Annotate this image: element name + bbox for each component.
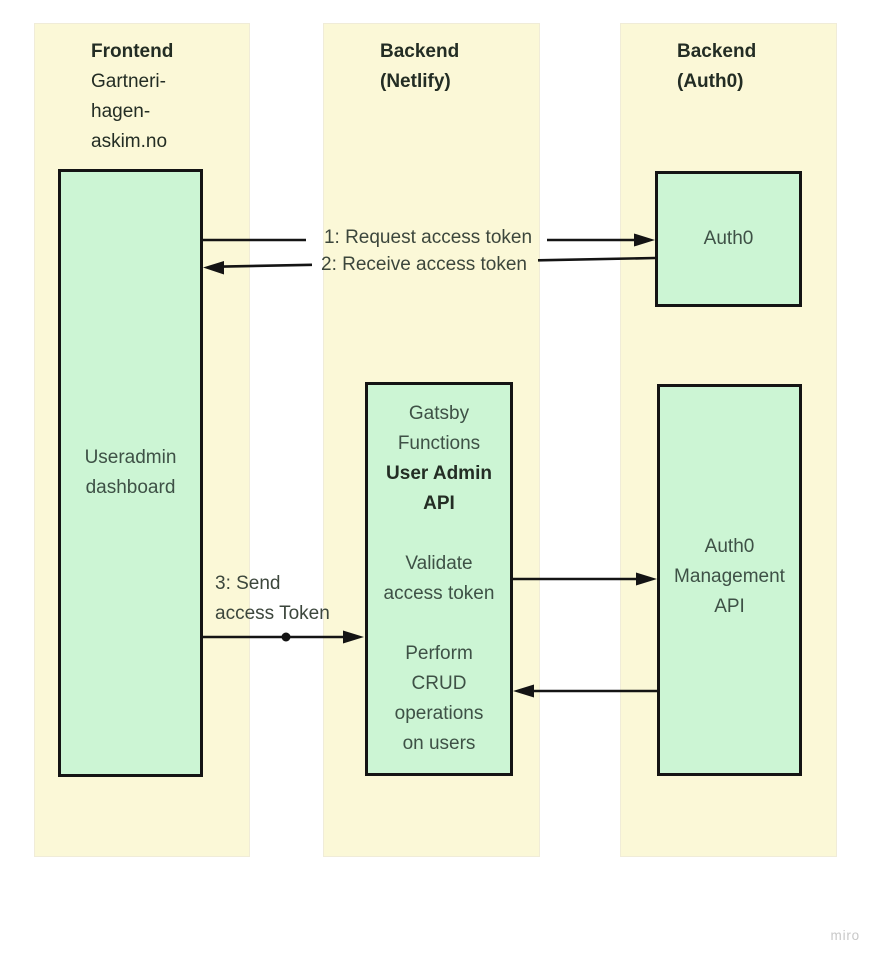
- box-text-line: Perform: [405, 643, 473, 664]
- lane-title: (Auth0): [677, 71, 744, 92]
- lane-frontend-header: Frontend Gartneri- hagen- askim.no: [35, 24, 249, 157]
- box-text-line: CRUD: [411, 673, 467, 694]
- lane-title: Frontend: [91, 41, 174, 62]
- box-text-line: Functions: [397, 433, 481, 454]
- arrow-label-line: access Token: [215, 603, 330, 624]
- arrow-label-line: 3: Send: [215, 573, 281, 594]
- box-text-line: API: [423, 493, 455, 514]
- box-text-line: operations: [394, 703, 484, 724]
- box-text-line: User Admin: [386, 463, 492, 484]
- box-text-line: Validate: [405, 553, 473, 574]
- lane-subtitle-line: askim.no: [91, 131, 168, 152]
- arrow-label-receive-token[interactable]: 2: Receive access token: [321, 254, 527, 275]
- box-useradmin-dashboard[interactable]: Useradmin dashboard: [58, 169, 203, 777]
- box-text-line: Auth0: [703, 228, 754, 249]
- lane-title: Backend: [677, 41, 757, 62]
- lane-subtitle-line: hagen-: [91, 101, 151, 122]
- box-auth0-management-api[interactable]: Auth0 Management API: [657, 384, 802, 776]
- box-text-line: Management: [674, 566, 785, 587]
- box-user-admin-api[interactable]: Gatsby Functions User Admin API Validate…: [365, 382, 513, 776]
- lane-backend-auth0-header: Backend (Auth0): [621, 24, 836, 97]
- lane-subtitle-line: Gartneri-: [91, 71, 166, 92]
- box-text-line: on users: [402, 733, 476, 754]
- box-auth0[interactable]: Auth0: [655, 171, 802, 307]
- box-text-line: Gatsby: [408, 403, 470, 424]
- lane-title: Backend: [380, 41, 460, 62]
- miro-watermark: miro: [830, 928, 860, 943]
- box-text-line: API: [714, 596, 745, 617]
- connector-dot-icon: [281, 632, 291, 642]
- box-text-line: access token: [383, 583, 495, 604]
- box-text-line: Auth0: [704, 536, 755, 557]
- box-text-line: dashboard: [85, 477, 176, 498]
- arrow-label-send-token[interactable]: 3: Send access Token: [215, 569, 375, 629]
- arrow-label-request-token[interactable]: 1: Request access token: [323, 227, 533, 248]
- lane-backend-netlify-header: Backend (Netlify): [324, 24, 539, 97]
- box-text-line: Useradmin: [84, 447, 177, 468]
- lane-title: (Netlify): [380, 71, 451, 92]
